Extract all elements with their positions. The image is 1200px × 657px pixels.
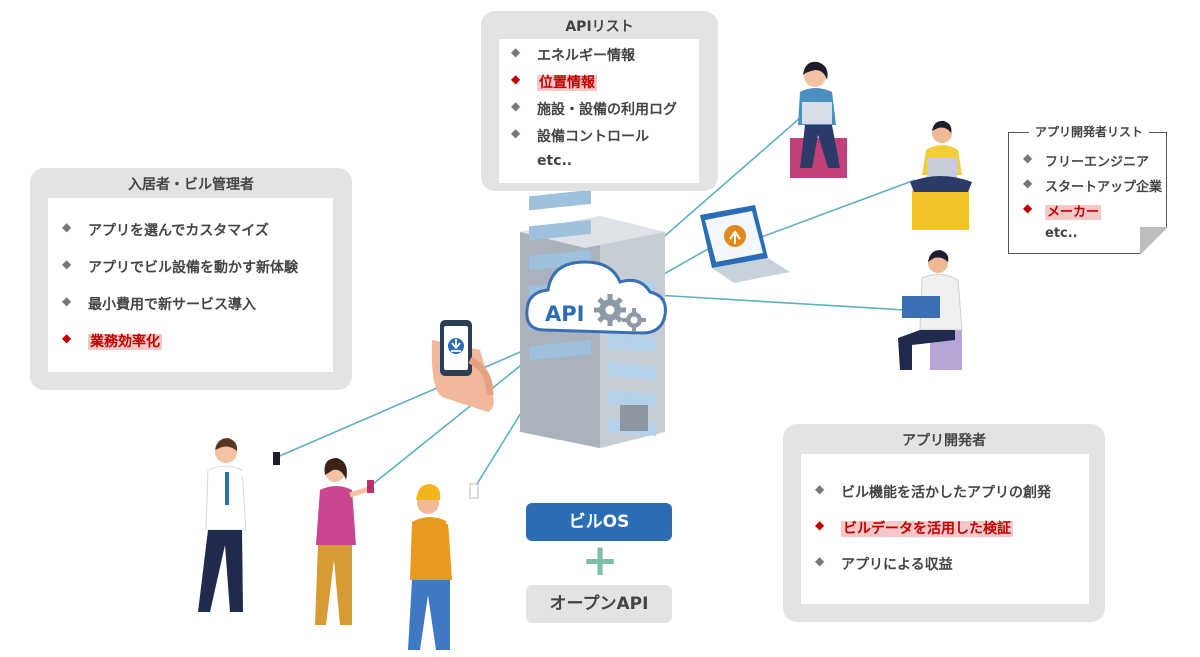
api-list-item: ◆ 施設・設備の利用ログ xyxy=(511,99,677,118)
diamond-bullet-icon: ◆ xyxy=(511,45,521,59)
diamond-bullet-icon: ◆ xyxy=(1023,176,1033,190)
api-list-item: ◆ エネルギー情報 xyxy=(511,45,635,64)
diamond-bullet-icon: ◆ xyxy=(1023,151,1033,165)
desk-developer xyxy=(898,250,963,370)
line-to-desk-dev xyxy=(654,294,906,311)
smartphone-hand-illustration xyxy=(431,320,494,412)
developer-list-item: ◆ スタートアップ企業 xyxy=(1023,176,1163,195)
diamond-bullet-icon: ◆ xyxy=(62,257,72,271)
tenant-manager-item: ◆ アプリでビル設備を動かす新体験 xyxy=(62,257,298,276)
tenant-manager-title: 入居者・ビル管理者 xyxy=(128,177,254,193)
diamond-bullet-icon: ◆ xyxy=(511,72,521,86)
upload-arrow-icon xyxy=(729,230,741,244)
app-developer-item: ◆ アプリによる収益 xyxy=(815,554,953,573)
developer-list-item: ◆ メーカー xyxy=(1023,201,1102,220)
tenant-manager-panel: 入居者・ビル管理者 ◆ アプリを選んでカスタマイズ ◆ アプリでビル設備を動かす… xyxy=(30,168,352,390)
tenant-manager-items: ◆ アプリを選んでカスタマイズ ◆ アプリでビル設備を動かす新体験 ◆ 最小費用… xyxy=(62,220,298,368)
api-list-item: ◆ 位置情報 xyxy=(511,72,597,91)
developer-list-item: ◆ フリーエンジニア xyxy=(1023,151,1150,170)
construction-worker xyxy=(408,483,479,650)
laptop-upload-illustration xyxy=(700,205,790,283)
api-cloud-label: API xyxy=(545,302,585,326)
diamond-bullet-icon: ◆ xyxy=(511,99,521,113)
gear-icon xyxy=(594,294,646,332)
tenant-manager-item: ◆ アプリを選んでカスタマイズ xyxy=(62,220,269,239)
diamond-bullet-icon: ◆ xyxy=(511,126,521,140)
app-developer-panel: アプリ開発者 ◆ ビル機能を活かしたアプリの創発 ◆ ビルデータを活用した検証 … xyxy=(783,424,1105,622)
woman-laptop-developer xyxy=(790,61,847,178)
diamond-bullet-icon: ◆ xyxy=(815,554,825,568)
app-developer-item: ◆ ビル機能を活かしたアプリの創発 xyxy=(815,482,1051,501)
man-with-phone xyxy=(198,438,280,612)
app-developer-item: ◆ ビルデータを活用した検証 xyxy=(815,518,1013,537)
note-folded-corner xyxy=(1140,227,1168,255)
diamond-bullet-icon: ◆ xyxy=(62,331,72,345)
open-api-label: オープンAPI xyxy=(526,585,672,623)
tenant-manager-item: ◆ 最小費用で新サービス導入 xyxy=(62,294,256,313)
diamond-bullet-icon: ◆ xyxy=(815,482,825,496)
app-developer-title: アプリ開発者 xyxy=(902,433,986,449)
line-to-man-phone xyxy=(274,339,549,459)
download-arrow-icon xyxy=(451,339,461,352)
diamond-bullet-icon: ◆ xyxy=(62,220,72,234)
line-to-sitting-dev xyxy=(739,179,916,246)
developer-list-title: アプリ開発者リスト xyxy=(1029,123,1150,140)
sitting-developer xyxy=(910,120,972,230)
tenant-manager-item: ◆ 業務効率化 xyxy=(62,331,162,350)
developer-list-note: アプリ開発者リスト ◆ フリーエンジニア ◆ スタートアップ企業 ◆ メーカー … xyxy=(1008,123,1168,255)
app-developer-items: ◆ ビル機能を活かしたアプリの創発 ◆ ビルデータを活用した検証 ◆ アプリによ… xyxy=(815,482,1051,590)
api-list-items: ◆ エネルギー情報 ◆ 位置情報 ◆ 施設・設備の利用ログ ◆ 設備コントロール… xyxy=(511,45,677,180)
api-list-item: ◆ 設備コントロール xyxy=(511,126,649,145)
building-os-label: ビルOS xyxy=(526,503,672,541)
api-list-title: APIリスト xyxy=(565,19,634,35)
developer-list-items: ◆ フリーエンジニア ◆ スタートアップ企業 ◆ メーカー etc.. xyxy=(1023,151,1162,251)
diamond-bullet-icon: ◆ xyxy=(62,294,72,308)
woman-with-phone xyxy=(315,458,374,625)
diamond-bullet-icon: ◆ xyxy=(1023,201,1033,215)
plus-icon: + xyxy=(581,535,619,586)
diamond-bullet-icon: ◆ xyxy=(815,518,825,532)
api-list-panel: APIリスト ◆ エネルギー情報 ◆ 位置情報 ◆ 施設・設備の利用ログ ◆ 設… xyxy=(481,11,718,191)
api-list-etc: etc.. xyxy=(537,153,573,169)
developer-list-etc: etc.. xyxy=(1045,226,1078,241)
